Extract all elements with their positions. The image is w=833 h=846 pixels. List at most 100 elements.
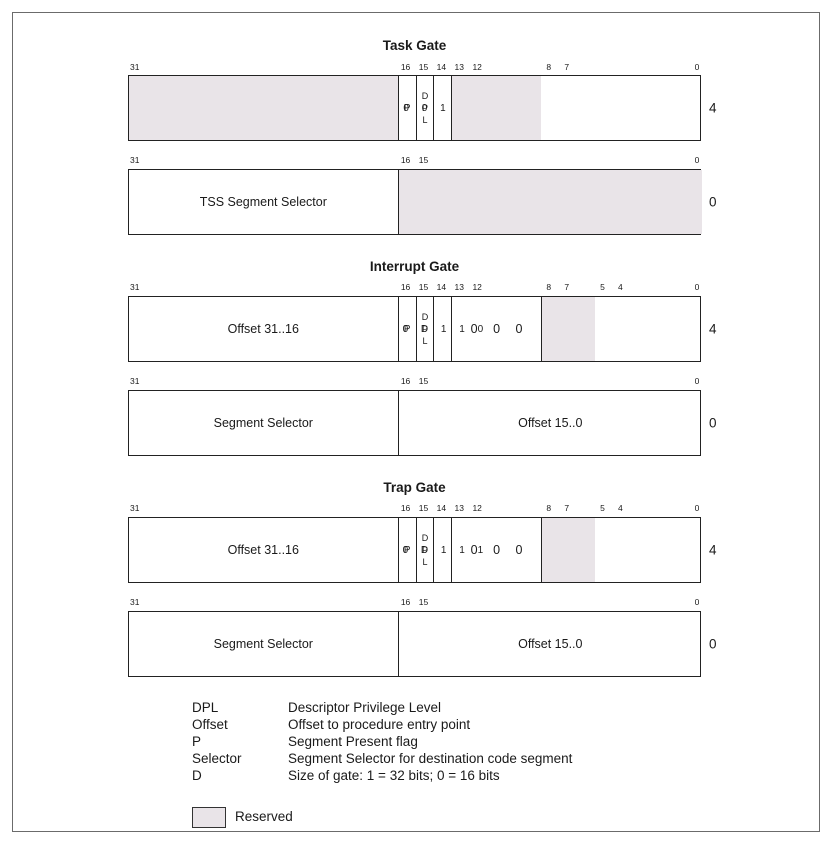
legend-description: Descriptor Privilege Level <box>288 700 442 715</box>
bit-number-label: 16 <box>400 376 411 386</box>
legend-description: Offset to procedure entry point <box>288 717 471 732</box>
bit-number-label: 4 <box>618 503 623 513</box>
reserved-field <box>540 518 595 582</box>
field-label: D P L <box>421 91 429 125</box>
present-flag-field: P <box>397 518 416 582</box>
bit-number-label: 4 <box>618 282 623 292</box>
bit-number-label: 0 <box>694 376 700 386</box>
bit-number-label: 12 <box>472 503 482 513</box>
word-offset-index: 0 <box>709 415 717 431</box>
tss-segment-selector-field: TSS Segment Selector <box>129 170 398 234</box>
reserved-field <box>397 170 702 234</box>
bit-number-label: 14 <box>436 62 447 72</box>
type-bits-field: 0 0 1 0 1 <box>403 76 482 140</box>
field-label: D P L <box>421 533 429 567</box>
bit-number-label: 7 <box>564 503 570 513</box>
word-offset-index: 4 <box>709 321 717 337</box>
bit-number-label: 31 <box>130 282 140 292</box>
bit-number-label: 5 <box>600 282 605 292</box>
bit-number-label: 16 <box>400 282 411 292</box>
reserved-field <box>129 76 398 140</box>
field-label: 0 D 1 1 0 <box>402 323 489 335</box>
reserved-swatch <box>192 807 226 828</box>
field-label: 0 0 1 0 1 <box>403 102 488 114</box>
segment-selector-field: Segment Selector <box>129 391 398 455</box>
bit-number-label: 14 <box>436 503 447 513</box>
descriptor-word: TSS Segment Selector <box>128 169 702 235</box>
bit-number-label: 16 <box>400 155 411 165</box>
bit-number-label: 13 <box>454 282 464 292</box>
field-label: P <box>403 102 411 114</box>
reserved-field <box>540 297 595 361</box>
bit-number-label: 31 <box>130 503 140 513</box>
field-label: Segment Selector <box>213 416 313 430</box>
field-label: 0 0 0 <box>470 322 529 336</box>
segment-selector-field: Segment Selector <box>129 612 398 676</box>
dpl-field: D P L <box>415 297 434 361</box>
field-label: 0 0 0 <box>470 543 529 557</box>
bit-number-label: 15 <box>418 376 429 386</box>
legend-term: DPL <box>192 700 219 715</box>
bit-number-label: 31 <box>130 155 140 165</box>
field-label: P <box>403 544 411 556</box>
bit-number-label: 15 <box>418 155 429 165</box>
legend-term: Offset <box>192 717 228 732</box>
bit-number-label: 12 <box>472 282 482 292</box>
reserved-field <box>451 76 541 140</box>
bit-number-label: 15 <box>418 503 429 513</box>
bit-number-label: 16 <box>400 503 411 513</box>
bit-number-label: 7 <box>564 62 570 72</box>
legend-description: Size of gate: 1 = 32 bits; 0 = 16 bits <box>288 768 500 783</box>
bit-number-label: 31 <box>130 597 140 607</box>
field-label: P <box>403 323 411 335</box>
field-label: 0 D 1 1 1 <box>402 544 489 556</box>
field-label: Offset 31..16 <box>227 543 299 557</box>
field-label: TSS Segment Selector <box>199 195 327 209</box>
field-label: Offset 31..16 <box>227 322 299 336</box>
legend-term: P <box>192 734 202 749</box>
figure-frame <box>12 12 820 832</box>
bit-number-label: 8 <box>546 62 552 72</box>
gate-title: Task Gate <box>382 38 447 53</box>
present-flag-field: P <box>397 76 416 140</box>
bit-number-label: 0 <box>694 503 700 513</box>
field-label: D P L <box>421 312 429 346</box>
bit-number-label: 8 <box>546 503 552 513</box>
type-bits-field: 0 0 0 <box>451 518 541 582</box>
word-offset-index: 0 <box>709 636 717 652</box>
present-flag-field: P <box>397 297 416 361</box>
bit-number-label: 0 <box>694 597 700 607</box>
dpl-field: D P L <box>415 76 434 140</box>
gate-title: Trap Gate <box>383 480 446 495</box>
legend-description: Segment Present flag <box>288 734 418 749</box>
bit-number-label: 16 <box>400 597 411 607</box>
bit-number-label: 15 <box>418 282 429 292</box>
gate-title: Interrupt Gate <box>369 259 460 274</box>
bit-number-label: 0 <box>694 282 700 292</box>
legend-description: Segment Selector for destination code se… <box>288 751 573 766</box>
descriptor-word: Segment Selector Offset 15..0 <box>128 390 701 456</box>
bit-number-label: 0 <box>694 62 700 72</box>
type-bits-field: 0 D 1 1 0 <box>403 297 483 361</box>
bit-number-label: 16 <box>400 62 411 72</box>
bit-number-label: 7 <box>564 282 570 292</box>
type-bits-field: 0 D 1 1 1 <box>403 518 483 582</box>
offset-high-field: Offset 31..16 <box>129 297 398 361</box>
word-offset-index: 0 <box>709 194 717 210</box>
word-offset-index: 4 <box>709 100 717 116</box>
type-bits-field: 0 0 0 <box>451 297 541 361</box>
bit-number-label: 13 <box>454 62 464 72</box>
bit-number-label: 31 <box>130 62 140 72</box>
offset-low-field: Offset 15..0 <box>397 612 702 676</box>
bit-number-label: 12 <box>472 62 482 72</box>
offset-low-field: Offset 15..0 <box>397 391 702 455</box>
legend-term: Selector <box>192 751 242 766</box>
reserved-label: Reserved <box>235 809 293 824</box>
bit-number-label: 0 <box>694 155 700 165</box>
bit-number-label: 15 <box>418 597 429 607</box>
